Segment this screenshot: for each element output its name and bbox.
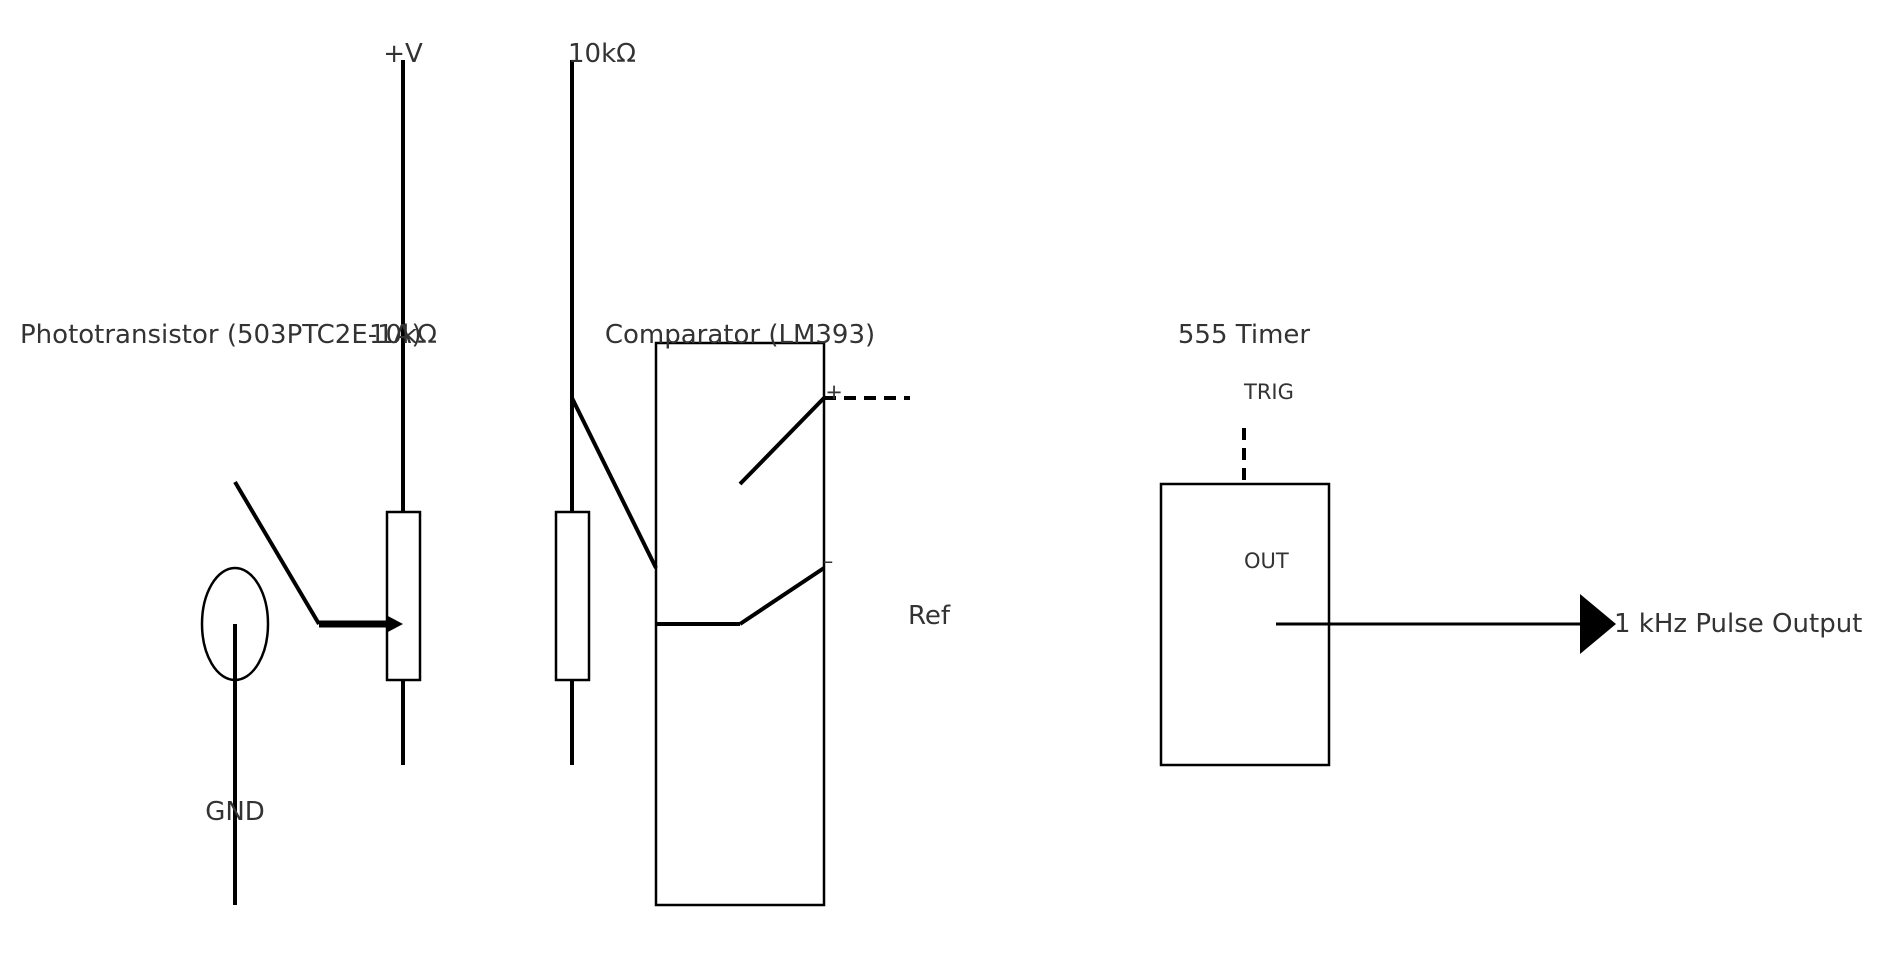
resistor-mid-label: 10kΩ [369, 320, 437, 350]
resistor-1 [385, 510, 422, 682]
out-pin-label: OUT [1244, 549, 1289, 573]
trig-pin-label: TRIG [1243, 380, 1294, 404]
gnd-label: GND [205, 797, 265, 827]
collector-wire [233, 480, 321, 626]
output-arrow-head [1580, 594, 1616, 654]
resistor-2 [554, 510, 591, 682]
divider-to-comparator-wire [570, 397, 658, 569]
comparator-plus-wire [738, 396, 826, 486]
plus-pin-label: + [825, 380, 843, 404]
output-label: 1 kHz Pulse Output [1614, 609, 1862, 639]
supply-label: +V [383, 39, 423, 69]
minus-pin-label: – [823, 549, 834, 573]
timer-label: 555 Timer [1178, 320, 1311, 350]
phototransistor-label: Phototransistor (503PTC2E-1A) [20, 320, 422, 350]
ref-label: Ref [908, 601, 951, 631]
emitter-arrow-head [386, 615, 403, 633]
comparator-label: Comparator (LM393) [605, 320, 875, 350]
comparator-minus-wire [738, 566, 826, 626]
resistor-top-label: 10kΩ [568, 39, 636, 69]
